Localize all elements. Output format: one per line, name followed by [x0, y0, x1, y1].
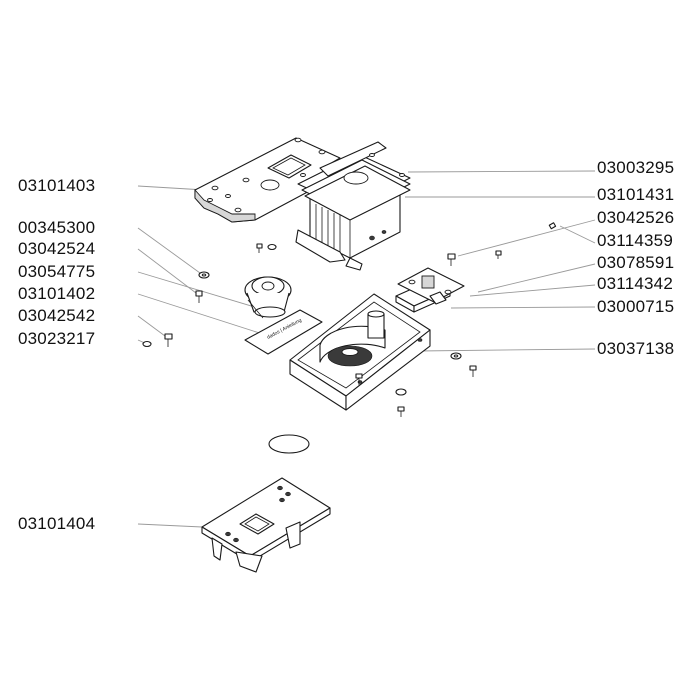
leader-03003295	[407, 170, 596, 173]
screw-icon	[256, 243, 263, 253]
screw-icon	[548, 222, 557, 230]
part-label-03042542: 03042542	[18, 306, 96, 325]
leader-03114342	[469, 284, 596, 297]
part-label-03101431: 03101431	[597, 185, 675, 204]
leader-03101404	[137, 523, 203, 528]
screw-icon	[495, 250, 502, 259]
part-label-03078591: 03078591	[597, 253, 675, 272]
motor-block	[295, 141, 411, 271]
part-label-03042524: 03042524	[18, 239, 96, 258]
part-label-03101402: 03101402	[18, 284, 96, 303]
leader-03042524	[137, 248, 197, 294]
part-label-00345300: 00345300	[18, 218, 96, 237]
leader-00345300	[137, 227, 201, 274]
spindle-bearing	[244, 276, 292, 319]
part-label-03114359: 03114359	[597, 231, 673, 250]
part-label-03037138: 03037138	[597, 339, 675, 358]
part-label-03023217: 03023217	[18, 329, 96, 348]
leader-03078591	[477, 263, 596, 293]
screw-icon	[447, 253, 456, 266]
label-sticker: dados | Anleitung	[244, 309, 323, 355]
part-label-03054775: 03054775	[18, 262, 96, 281]
right-small-parts	[355, 222, 557, 417]
part-label-03000715: 03000715	[597, 297, 675, 316]
left-small-parts	[142, 243, 277, 348]
screw-icon	[355, 373, 363, 385]
part-label-03003295: 03003295	[597, 158, 675, 177]
screw-icon	[397, 406, 405, 417]
part-label-03101403: 03101403	[18, 176, 96, 195]
part-label-03114342: 03114342	[597, 274, 673, 293]
leader-03101403	[137, 185, 206, 191]
leader-03042526	[457, 219, 596, 257]
leader-03000715	[450, 306, 596, 309]
part-label-03042526: 03042526	[597, 208, 675, 227]
part-label-03101404: 03101404	[18, 514, 96, 533]
bracket-assembly	[395, 267, 465, 313]
housing-box	[289, 293, 431, 411]
screw-icon	[195, 290, 203, 303]
leader-03114359	[559, 225, 596, 244]
leader-03101402	[137, 293, 276, 339]
felt-disc	[268, 434, 310, 454]
base-plate	[201, 477, 331, 573]
screw-icon	[164, 333, 173, 347]
leader-03054775	[137, 271, 259, 309]
screw-icon	[469, 365, 477, 377]
leader-03037138	[417, 348, 596, 352]
leader-03042542	[137, 315, 166, 337]
leader-lines	[137, 170, 596, 528]
